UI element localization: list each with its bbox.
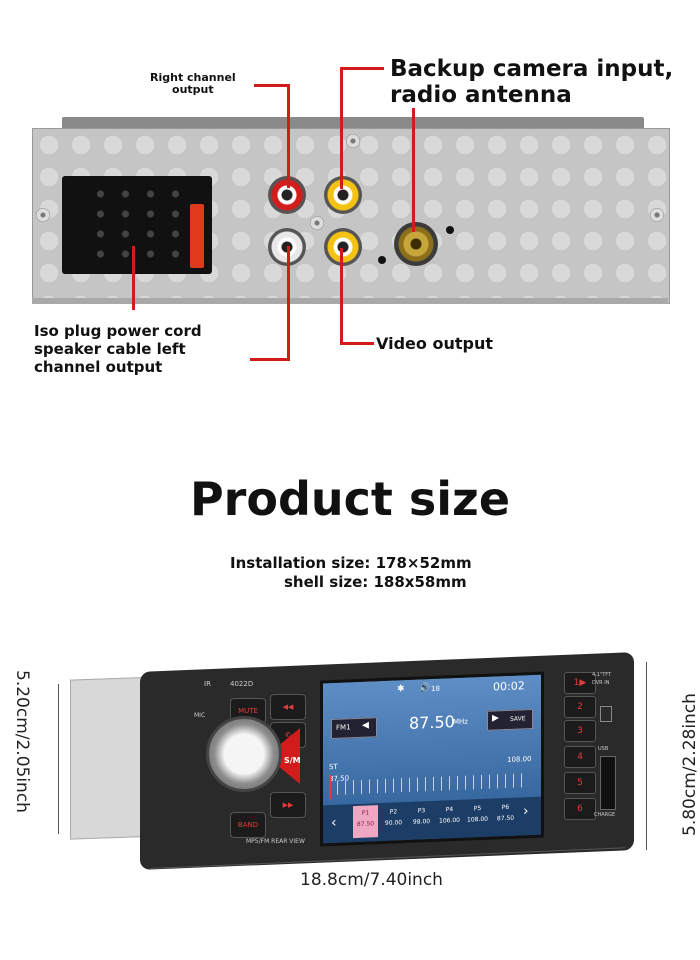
callout-line [250, 358, 290, 361]
callout-line [254, 84, 290, 87]
screw-icon [310, 216, 324, 230]
sm-label: S/M [284, 756, 301, 765]
iso-connector-pins [88, 184, 188, 264]
preset-button-6[interactable]: 6 [564, 798, 596, 820]
preset-button-4[interactable]: 4 [564, 746, 596, 768]
rca-video-output-jack [324, 228, 362, 266]
preset-item[interactable]: P5 108.00 [465, 801, 490, 834]
callout-line [340, 67, 343, 189]
play-icon: ▶ [492, 713, 499, 724]
mount-hole [446, 226, 454, 234]
stereo-indicator: ST [329, 762, 338, 772]
volume-knob[interactable] [206, 716, 282, 792]
preset-label: P1 [361, 809, 370, 817]
left-height-label: 5.20cm/2.05inch [12, 670, 32, 813]
preset-button-2[interactable]: 2 [564, 696, 596, 718]
preset-frequency: 90.00 [384, 819, 403, 827]
callout-line [287, 84, 290, 188]
usb-port[interactable] [600, 756, 616, 810]
tuning-scale [329, 773, 529, 796]
preset-label: P5 [473, 805, 482, 813]
installation-size-text: Installation size: 178×52mm [230, 554, 472, 572]
mic-label: MIC [194, 712, 206, 719]
frequency-display: 87.50 [409, 712, 455, 733]
charge-label: CHARGE [594, 812, 616, 818]
save-button[interactable]: ▶ SAVE [487, 708, 533, 731]
callout-line [412, 108, 415, 232]
preset-button-3[interactable]: 3 [564, 720, 596, 742]
preset-frequency: 87.50 [496, 814, 515, 823]
rear-panel-bottom-edge [32, 298, 668, 304]
preset-item[interactable]: P6 87.50 [493, 800, 518, 833]
callout-line [340, 342, 374, 345]
callout-line [340, 248, 343, 344]
callout-line [340, 67, 384, 70]
prev-button[interactable]: ◀◀ [270, 694, 306, 720]
volume-icon: 🔊 [419, 683, 431, 694]
scale-end-label: 108.00 [507, 755, 532, 764]
preset-item[interactable]: P3 98.00 [409, 803, 434, 836]
radio-screen: ✱ 🔊 18 00:02 FM1 ◀ 87.50 MHz ▶ SAVE ST 8… [320, 671, 544, 847]
chevron-left-icon[interactable]: ‹ [331, 814, 337, 832]
preset-label: P4 [445, 806, 454, 814]
bluetooth-icon: ✱ [397, 684, 405, 695]
preset-item[interactable]: P1 87.50 [353, 805, 378, 839]
screw-icon [346, 134, 360, 148]
save-label: SAVE [510, 715, 526, 723]
next-button[interactable]: ▶▶ [270, 792, 306, 818]
screw-icon [36, 208, 50, 222]
preset-label: P3 [417, 807, 426, 815]
preset-frequency: 106.00 [439, 816, 460, 825]
screw-icon [650, 208, 664, 222]
band-button[interactable]: BAND [230, 812, 266, 838]
backup-camera-label: Backup camera input, radio antenna [390, 56, 674, 108]
model-label: 4022D [230, 680, 254, 688]
frequency-unit: MHz [453, 717, 468, 727]
chevron-right-icon[interactable]: › [523, 803, 529, 820]
video-output-label: Video output [376, 334, 493, 353]
width-dimension-label: 18.8cm/7.40inch [300, 870, 443, 890]
preset-label: P2 [389, 808, 398, 816]
right-height-label: 5.80cm/2.28inch [680, 693, 700, 836]
preset-button-1[interactable]: 1▶ [564, 672, 596, 694]
preset-label: P6 [501, 803, 510, 812]
antenna-jack [394, 222, 438, 266]
iso-plug-label: Iso plug power cord speaker cable left c… [34, 322, 202, 376]
arrow-left-icon: ◀ [362, 720, 369, 731]
iso-connector-fuse [190, 204, 204, 268]
clock: 00:02 [493, 679, 525, 694]
preset-item[interactable]: P2 90.00 [381, 804, 406, 837]
preset-frequency: 98.00 [412, 818, 431, 826]
left-height-dimension-line [58, 684, 59, 834]
preset-frequency: 87.50 [356, 820, 375, 829]
band-selector[interactable]: FM1 ◀ [331, 717, 377, 740]
rca-camera-input-jack [324, 176, 362, 214]
product-size-title: Product size [189, 472, 511, 526]
dvr-label: DVR IN [592, 680, 610, 686]
callout-line [132, 246, 135, 310]
sd-slot[interactable] [600, 706, 612, 722]
right-channel-label: Right channel output [150, 71, 236, 96]
tft-label: 4.1"TFT [592, 672, 612, 678]
preset-item[interactable]: P4 106.00 [437, 802, 462, 835]
preset-frequency: 108.00 [467, 815, 488, 824]
tuning-marker [329, 775, 331, 800]
right-height-dimension-line [646, 662, 647, 850]
band-label: FM1 [336, 723, 351, 732]
preset-button-5[interactable]: 5 [564, 772, 596, 794]
rear-panel-top-edge [62, 117, 644, 131]
usb-label: USB [598, 746, 609, 752]
shell-size-text: shell size: 188x58mm [284, 573, 467, 591]
ir-label: IR [204, 680, 211, 688]
volume-level: 18 [431, 684, 440, 694]
footer-label: MP5/FM REAR VIEW [246, 838, 305, 845]
mount-hole [378, 256, 386, 264]
callout-line [287, 246, 290, 361]
